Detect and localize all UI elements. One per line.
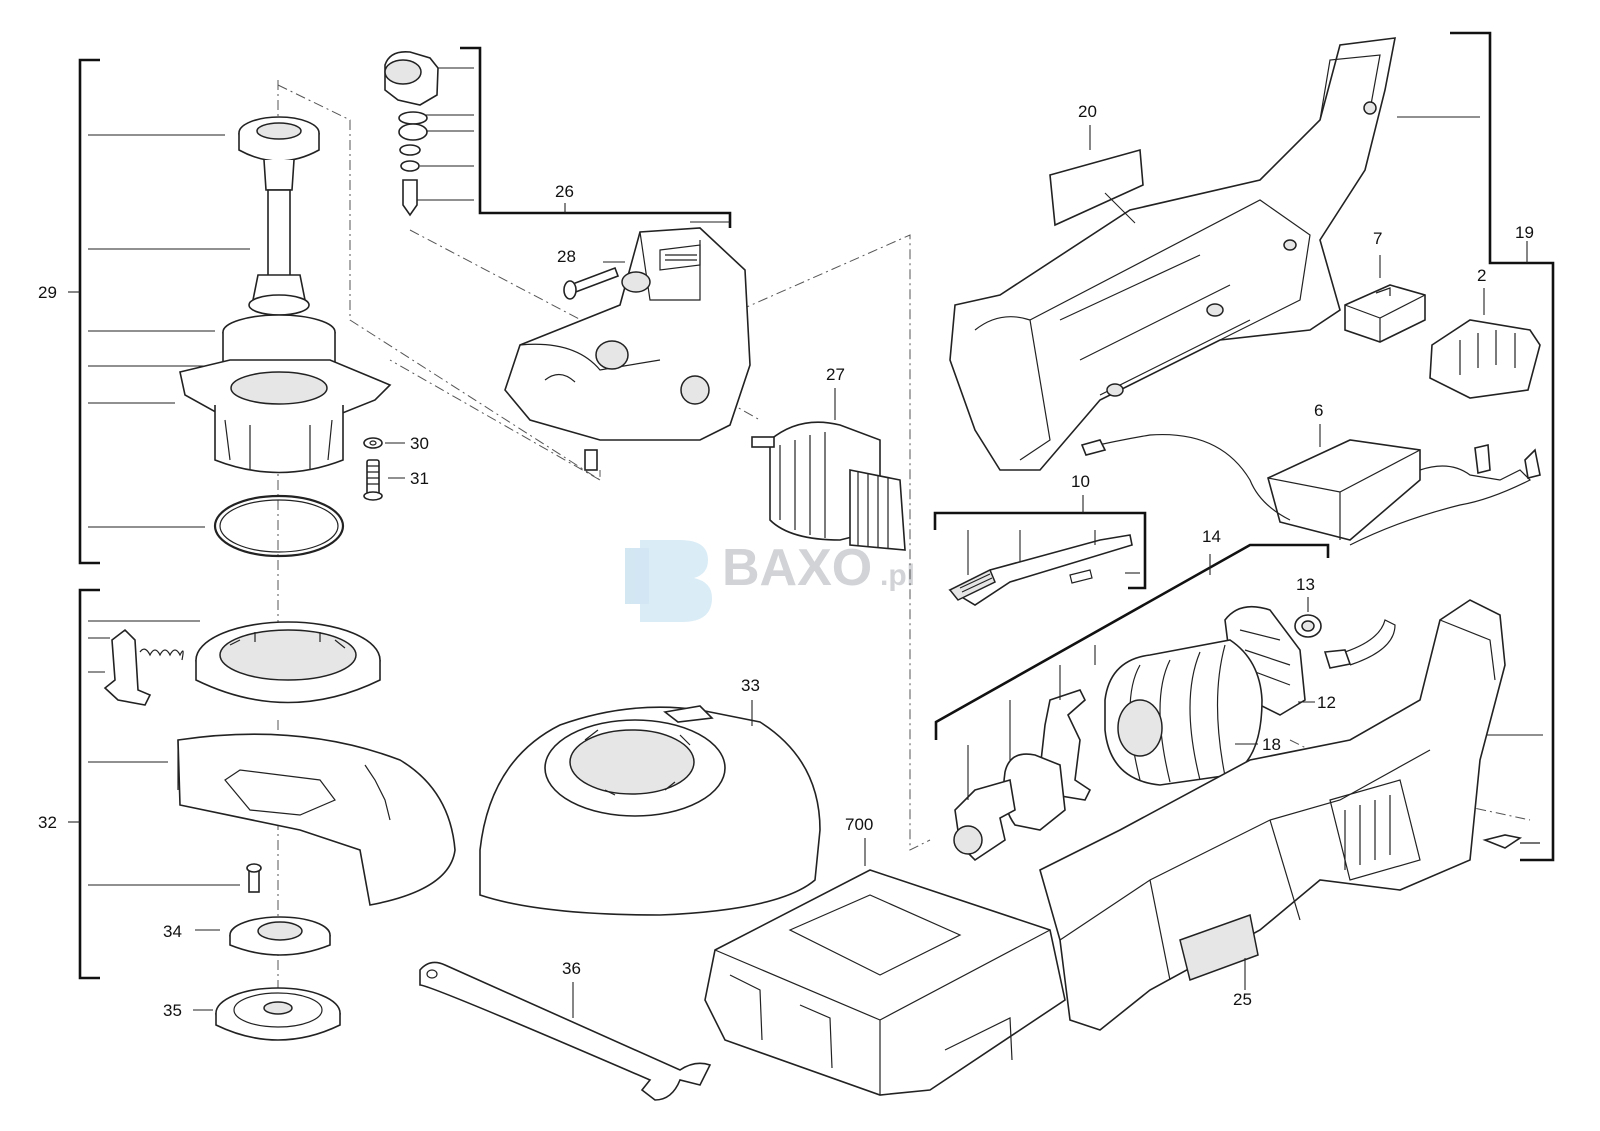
bracket-29: [68, 58, 250, 565]
label-19: 19: [1515, 223, 1534, 242]
label-25: 25: [1233, 990, 1252, 1009]
part-2-battery-terminal: [1429, 288, 1541, 399]
part-10-switch-lever: [948, 530, 1133, 606]
label-30: 30: [410, 434, 429, 453]
label-2: 2: [1477, 266, 1486, 285]
label-28: 28: [557, 247, 576, 266]
part-7-switch-block: [1344, 255, 1426, 343]
label-18: 18: [1262, 735, 1281, 754]
bracket-10: [933, 495, 1147, 590]
part-34-inner-flange: [195, 916, 331, 956]
label-27: 27: [826, 365, 845, 384]
part-32-wheel-guard: [177, 733, 456, 906]
part-30-washer: [363, 437, 405, 449]
part-6-controller-and-wiring: [1080, 424, 1541, 546]
label-12: 12: [1317, 693, 1336, 712]
label-10: 10: [1071, 472, 1090, 491]
label-31: 31: [410, 469, 429, 488]
label-14: 14: [1202, 527, 1221, 546]
label-34: 34: [163, 922, 182, 941]
bracket-26: [410, 46, 732, 228]
label-32: 32: [38, 813, 57, 832]
watermark-suffix: .pl: [880, 559, 915, 592]
label-29: 29: [38, 283, 57, 302]
bracket-19: [1397, 31, 1555, 862]
part-26-gear-housing: [504, 227, 751, 471]
label-33: 33: [741, 676, 760, 695]
part-36-spanner: [419, 961, 712, 1101]
part-29-spindle-assembly: [179, 116, 392, 558]
part-28-screw: [563, 261, 625, 300]
part-27-armature: [751, 388, 906, 551]
part-19-motor-housing-half: [949, 37, 1396, 471]
label-36: 36: [562, 959, 581, 978]
part-33-cutting-guard: [479, 700, 821, 916]
part-31-screw: [363, 459, 405, 501]
label-35: 35: [163, 1001, 182, 1020]
label-13: 13: [1296, 575, 1315, 594]
bracket-32: [68, 588, 240, 980]
part-32-guard-screw: [246, 863, 262, 893]
label-6: 6: [1314, 401, 1323, 420]
label-700: 700: [845, 815, 873, 834]
part-18-stator: [1104, 639, 1263, 786]
part-700-battery-pack: [704, 838, 1066, 1096]
part-25-motor-housing: [1039, 599, 1540, 1031]
label-26: 26: [555, 182, 574, 201]
part-26-lock-button-stack: [384, 50, 439, 217]
watermark-text: BAXO: [722, 539, 872, 597]
part-13-bearing: [1294, 597, 1322, 638]
part-32-guard-clamp: [103, 621, 381, 706]
label-20: 20: [1078, 102, 1097, 121]
part-20-label-plate: [1049, 125, 1144, 227]
label-7: 7: [1373, 229, 1382, 248]
part-14-rotor-and-fan: [953, 645, 1096, 862]
part-35-outer-flange-nut: [193, 987, 341, 1041]
watermark-logo: BAXO .pl: [625, 539, 915, 622]
bracket-14: [934, 543, 1330, 740]
